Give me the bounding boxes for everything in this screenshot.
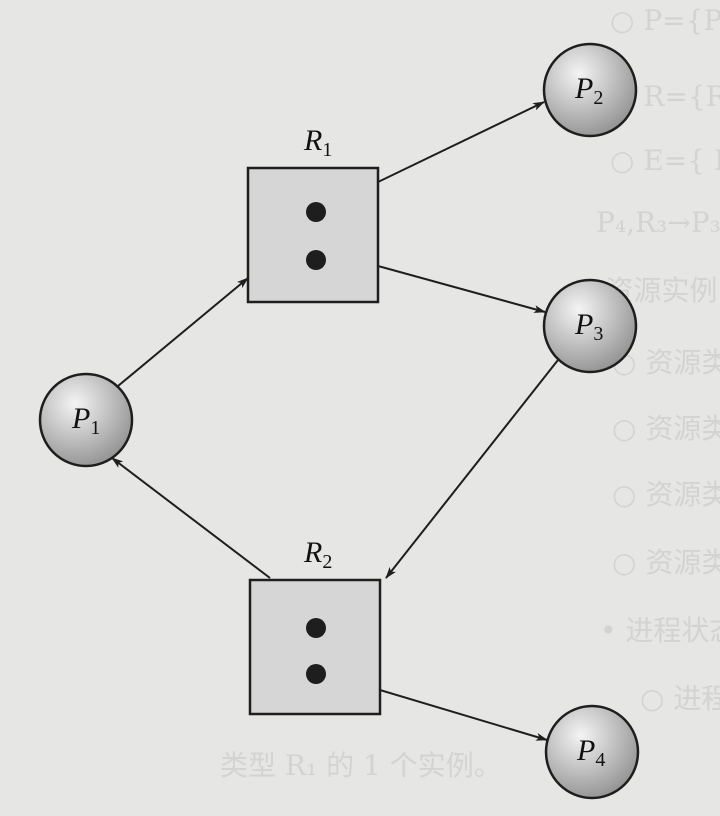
instance-dot [306, 202, 326, 222]
process-label: P3 [574, 308, 603, 345]
bg-line: 类型 R₁ 的 1 个实例。 [220, 749, 502, 782]
edge-p1-to-r1 [117, 277, 249, 387]
process-label-subscript: 3 [593, 323, 603, 345]
process-label-name: P [574, 308, 593, 341]
resource-r1: R1 [246, 124, 380, 304]
bg-line: ○ 资源类型 R₂ 有 2 个实例。 [612, 412, 720, 445]
process-node [542, 42, 638, 138]
resource-r2: R2 [248, 536, 382, 716]
instance-dot [306, 664, 326, 684]
instance-dot [306, 618, 326, 638]
resource-label-name: R [303, 124, 322, 157]
instance-dot [306, 250, 326, 270]
process-node [544, 704, 640, 800]
process-label-name: P [574, 72, 593, 105]
edge-r2-to-p4 [379, 689, 548, 741]
bg-line: ○ 资源类型 R₄ 有 3 个实例。 [612, 546, 720, 579]
process-label-subscript: 4 [595, 749, 605, 771]
edge-r1-to-p3 [377, 265, 546, 313]
process-label: P1 [71, 402, 100, 439]
process-p4: P4 [544, 704, 640, 800]
bg-line: ○ 资源类型 R₁ 有 1 个实例。 [612, 346, 720, 379]
resource-label-name: R [303, 536, 322, 569]
bg-line: • 进程状态： [600, 614, 720, 647]
process-label-subscript: 2 [593, 87, 603, 109]
resource-label: R2 [303, 536, 332, 573]
bg-line: ○ 进程 P₁ 占有资源类型 R₂ 的 1 个 [640, 682, 720, 715]
process-node [542, 278, 638, 374]
edge-r2-to-p1 [111, 457, 271, 579]
process-p1: P1 [38, 372, 134, 468]
bg-line: ○ E={ P₁→R₁, R₁→P₂, R₁→P₃, P₃→R₂, [610, 144, 720, 177]
edges [111, 101, 559, 741]
bg-line: ○ P={P₁,P₂,P₃}。 [610, 4, 720, 37]
process-label-name: P [71, 402, 90, 435]
process-label: P4 [576, 734, 605, 771]
bg-line: P₄,R₃→P₃}。 [596, 206, 720, 239]
resource-box [248, 578, 382, 716]
process-p2: P2 [542, 42, 638, 138]
resource-label-subscript: 1 [322, 139, 332, 161]
process-label-name: P [576, 734, 595, 767]
edge-p3-to-r2 [385, 359, 559, 579]
process-label-subscript: 1 [90, 417, 100, 439]
resource-label-subscript: 2 [322, 551, 332, 573]
bg-line: ○ 资源类型 R₃ 有 1 个实例。 [612, 478, 720, 511]
process-node [38, 372, 134, 468]
resource-label: R1 [303, 124, 332, 161]
resource-box [246, 166, 380, 304]
edge-r1-to-p2 [377, 101, 545, 183]
process-p3: P3 [542, 278, 638, 374]
process-label: P2 [574, 72, 603, 109]
